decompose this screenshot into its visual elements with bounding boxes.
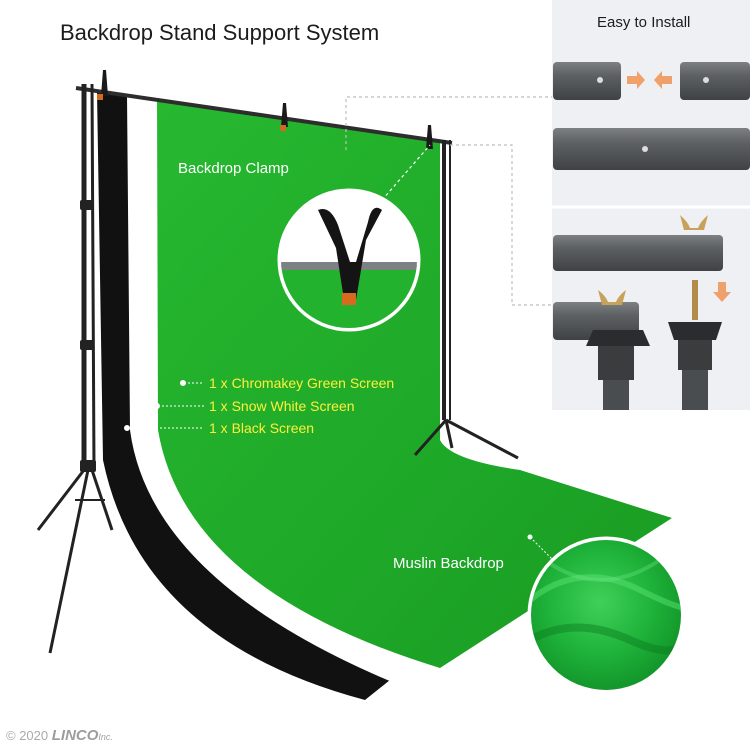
wing-nut-icon bbox=[680, 215, 708, 230]
muslin-backdrop-label: Muslin Backdrop bbox=[393, 555, 504, 572]
arrow-down-icon bbox=[713, 282, 731, 302]
wing-nut-icon-2 bbox=[598, 290, 626, 305]
page-title: Backdrop Stand Support System bbox=[60, 20, 380, 45]
screen-markers bbox=[124, 380, 204, 431]
install-step-3 bbox=[553, 215, 731, 410]
install-step-2 bbox=[553, 128, 750, 170]
clamp-leader-line bbox=[381, 144, 431, 201]
green-screen-label: 1 x Chromakey Green Screen bbox=[209, 375, 395, 391]
install-leader-line-2 bbox=[450, 144, 553, 306]
install-step-1 bbox=[553, 62, 750, 100]
crossbar bbox=[75, 86, 453, 145]
brand-name: LINCO bbox=[51, 727, 99, 744]
arrow-left-icon bbox=[654, 71, 672, 89]
backdrop-clamp-label: Backdrop Clamp bbox=[178, 160, 289, 177]
black-backdrop bbox=[97, 92, 390, 700]
right-light-stand bbox=[413, 140, 519, 460]
copyright-prefix: © 2020 bbox=[6, 728, 52, 743]
arrow-right-icon bbox=[627, 71, 645, 89]
left-light-stand bbox=[36, 83, 114, 654]
copyright-watermark: © 2020 LINCOInc. bbox=[6, 727, 113, 744]
crossbar-clamps bbox=[97, 70, 433, 149]
install-panel bbox=[552, 0, 750, 410]
install-panel-title: Easy to Install bbox=[597, 14, 691, 31]
muslin-leader bbox=[527, 534, 554, 561]
black-screen-label: 1 x Black Screen bbox=[209, 420, 315, 436]
brand-suffix: Inc. bbox=[98, 732, 113, 742]
left-stand-knobs bbox=[80, 200, 96, 472]
white-screen-label: 1 x Snow White Screen bbox=[209, 398, 355, 414]
fabric-zoom-circle bbox=[527, 536, 685, 694]
